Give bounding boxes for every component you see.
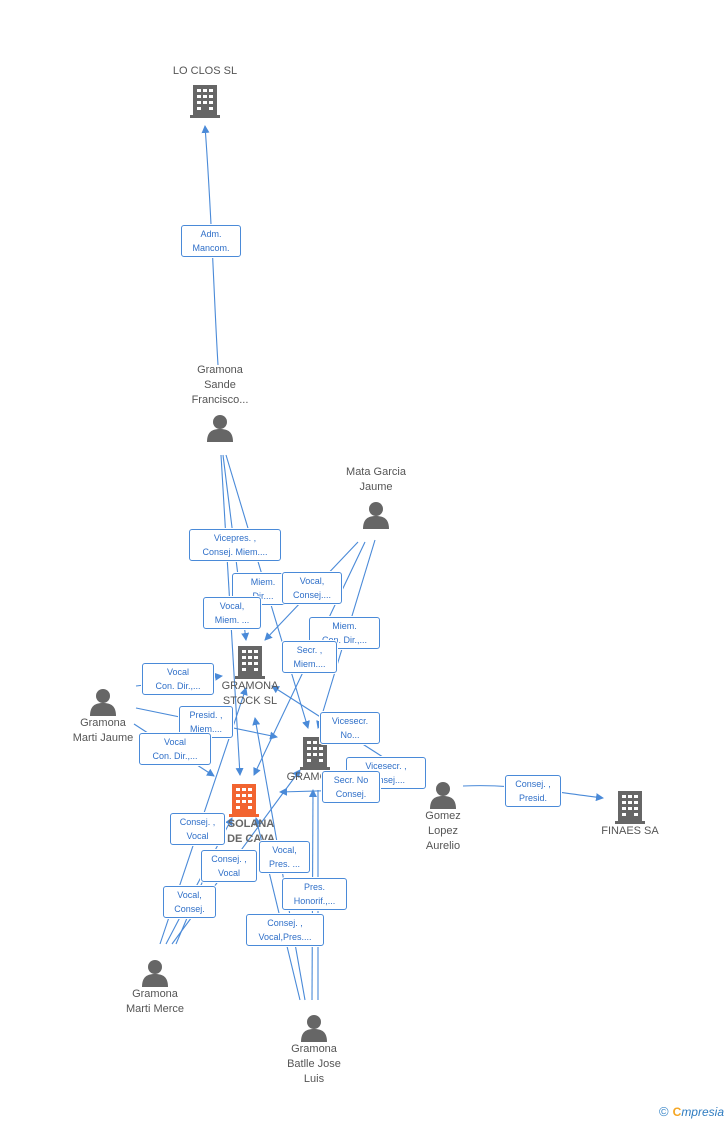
company-name: LO CLOS SL xyxy=(172,65,238,77)
person-name: Mata Garcia Jaume xyxy=(346,466,406,493)
building-icon xyxy=(190,85,220,118)
person-icon xyxy=(301,1015,327,1042)
person-jaume[interactable]: Gramona Marti Jaume xyxy=(57,688,149,746)
company-lo-clos[interactable]: LO CLOS SL xyxy=(160,64,250,118)
empresia-watermark: © Cmpresia xyxy=(659,1104,724,1119)
relation-label[interactable]: Vicepres. , Consej. Miem.... xyxy=(189,529,281,561)
relation-label[interactable]: Secr. No Consej. xyxy=(322,771,380,803)
brand-logo: Cmpresia xyxy=(673,1105,724,1119)
relation-label[interactable]: Vocal Con. Dir.,... xyxy=(139,733,211,765)
relation-label[interactable]: Presid. , Miem.... xyxy=(179,706,233,738)
relation-label[interactable]: Vocal Con. Dir.,... xyxy=(142,663,214,695)
building-icon xyxy=(235,646,265,679)
person-name: Gramona Batlle Jose Luis xyxy=(287,1043,341,1085)
person-merce[interactable]: Gramona Marti Merce xyxy=(109,959,201,1017)
relation-label[interactable]: Vocal, Consej.... xyxy=(282,572,342,604)
person-gomez[interactable]: Gomez Lopez Aurelio xyxy=(397,781,489,854)
person-icon xyxy=(207,415,233,442)
person-icon xyxy=(430,782,456,809)
person-name: Gramona Sande Francisco... xyxy=(191,364,249,406)
relation-label[interactable]: Consej. , Presid. xyxy=(505,775,561,807)
person-name: Gramona Marti Merce xyxy=(125,988,185,1015)
relation-label[interactable]: Secr. , Miem.... xyxy=(282,641,337,673)
relation-label[interactable]: Vocal, Consej. xyxy=(163,886,216,918)
person-name: Gramona Marti Jaume xyxy=(72,717,134,744)
building-icon xyxy=(615,791,645,824)
relation-label[interactable]: Pres. Honorif.,... xyxy=(282,878,347,910)
person-mata[interactable]: Mata Garcia Jaume xyxy=(330,465,422,529)
person-name: Gomez Lopez Aurelio xyxy=(425,810,461,852)
person-batlle[interactable]: Gramona Batlle Jose Luis xyxy=(268,1014,360,1087)
relation-label[interactable]: Vocal, Pres. ... xyxy=(259,841,310,873)
relation-label[interactable]: Miem. Con. Dir.,... xyxy=(309,617,380,649)
relation-label[interactable]: Vocal, Miem. ... xyxy=(203,597,261,629)
relation-label[interactable]: Vicesecr. No... xyxy=(320,712,380,744)
relation-label[interactable]: Consej. , Vocal xyxy=(201,850,257,882)
relation-label[interactable]: Consej. , Vocal,Pres.... xyxy=(246,914,324,946)
company-solana-focus[interactable]: SOLANA DE CAVA xyxy=(199,783,289,847)
person-icon xyxy=(363,502,389,529)
brand-initial: C xyxy=(672,1104,682,1119)
person-sande[interactable]: Gramona Sande Francisco... xyxy=(174,363,266,442)
building-icon xyxy=(229,784,259,817)
company-name: GRAMONA STOCK SL xyxy=(221,680,279,707)
company-finaes[interactable]: FINAES SA xyxy=(585,790,675,839)
person-icon xyxy=(142,960,168,987)
relation-label[interactable]: Adm. Mancom. xyxy=(181,225,241,257)
copyright-symbol: © xyxy=(659,1104,669,1119)
brand-name: mpresia xyxy=(681,1104,724,1119)
person-icon xyxy=(90,689,116,716)
company-name: FINAES SA xyxy=(601,825,659,837)
company-gramona-stock[interactable]: GRAMONA STOCK SL xyxy=(205,645,295,709)
relation-label[interactable]: Consej. , Vocal xyxy=(170,813,225,845)
